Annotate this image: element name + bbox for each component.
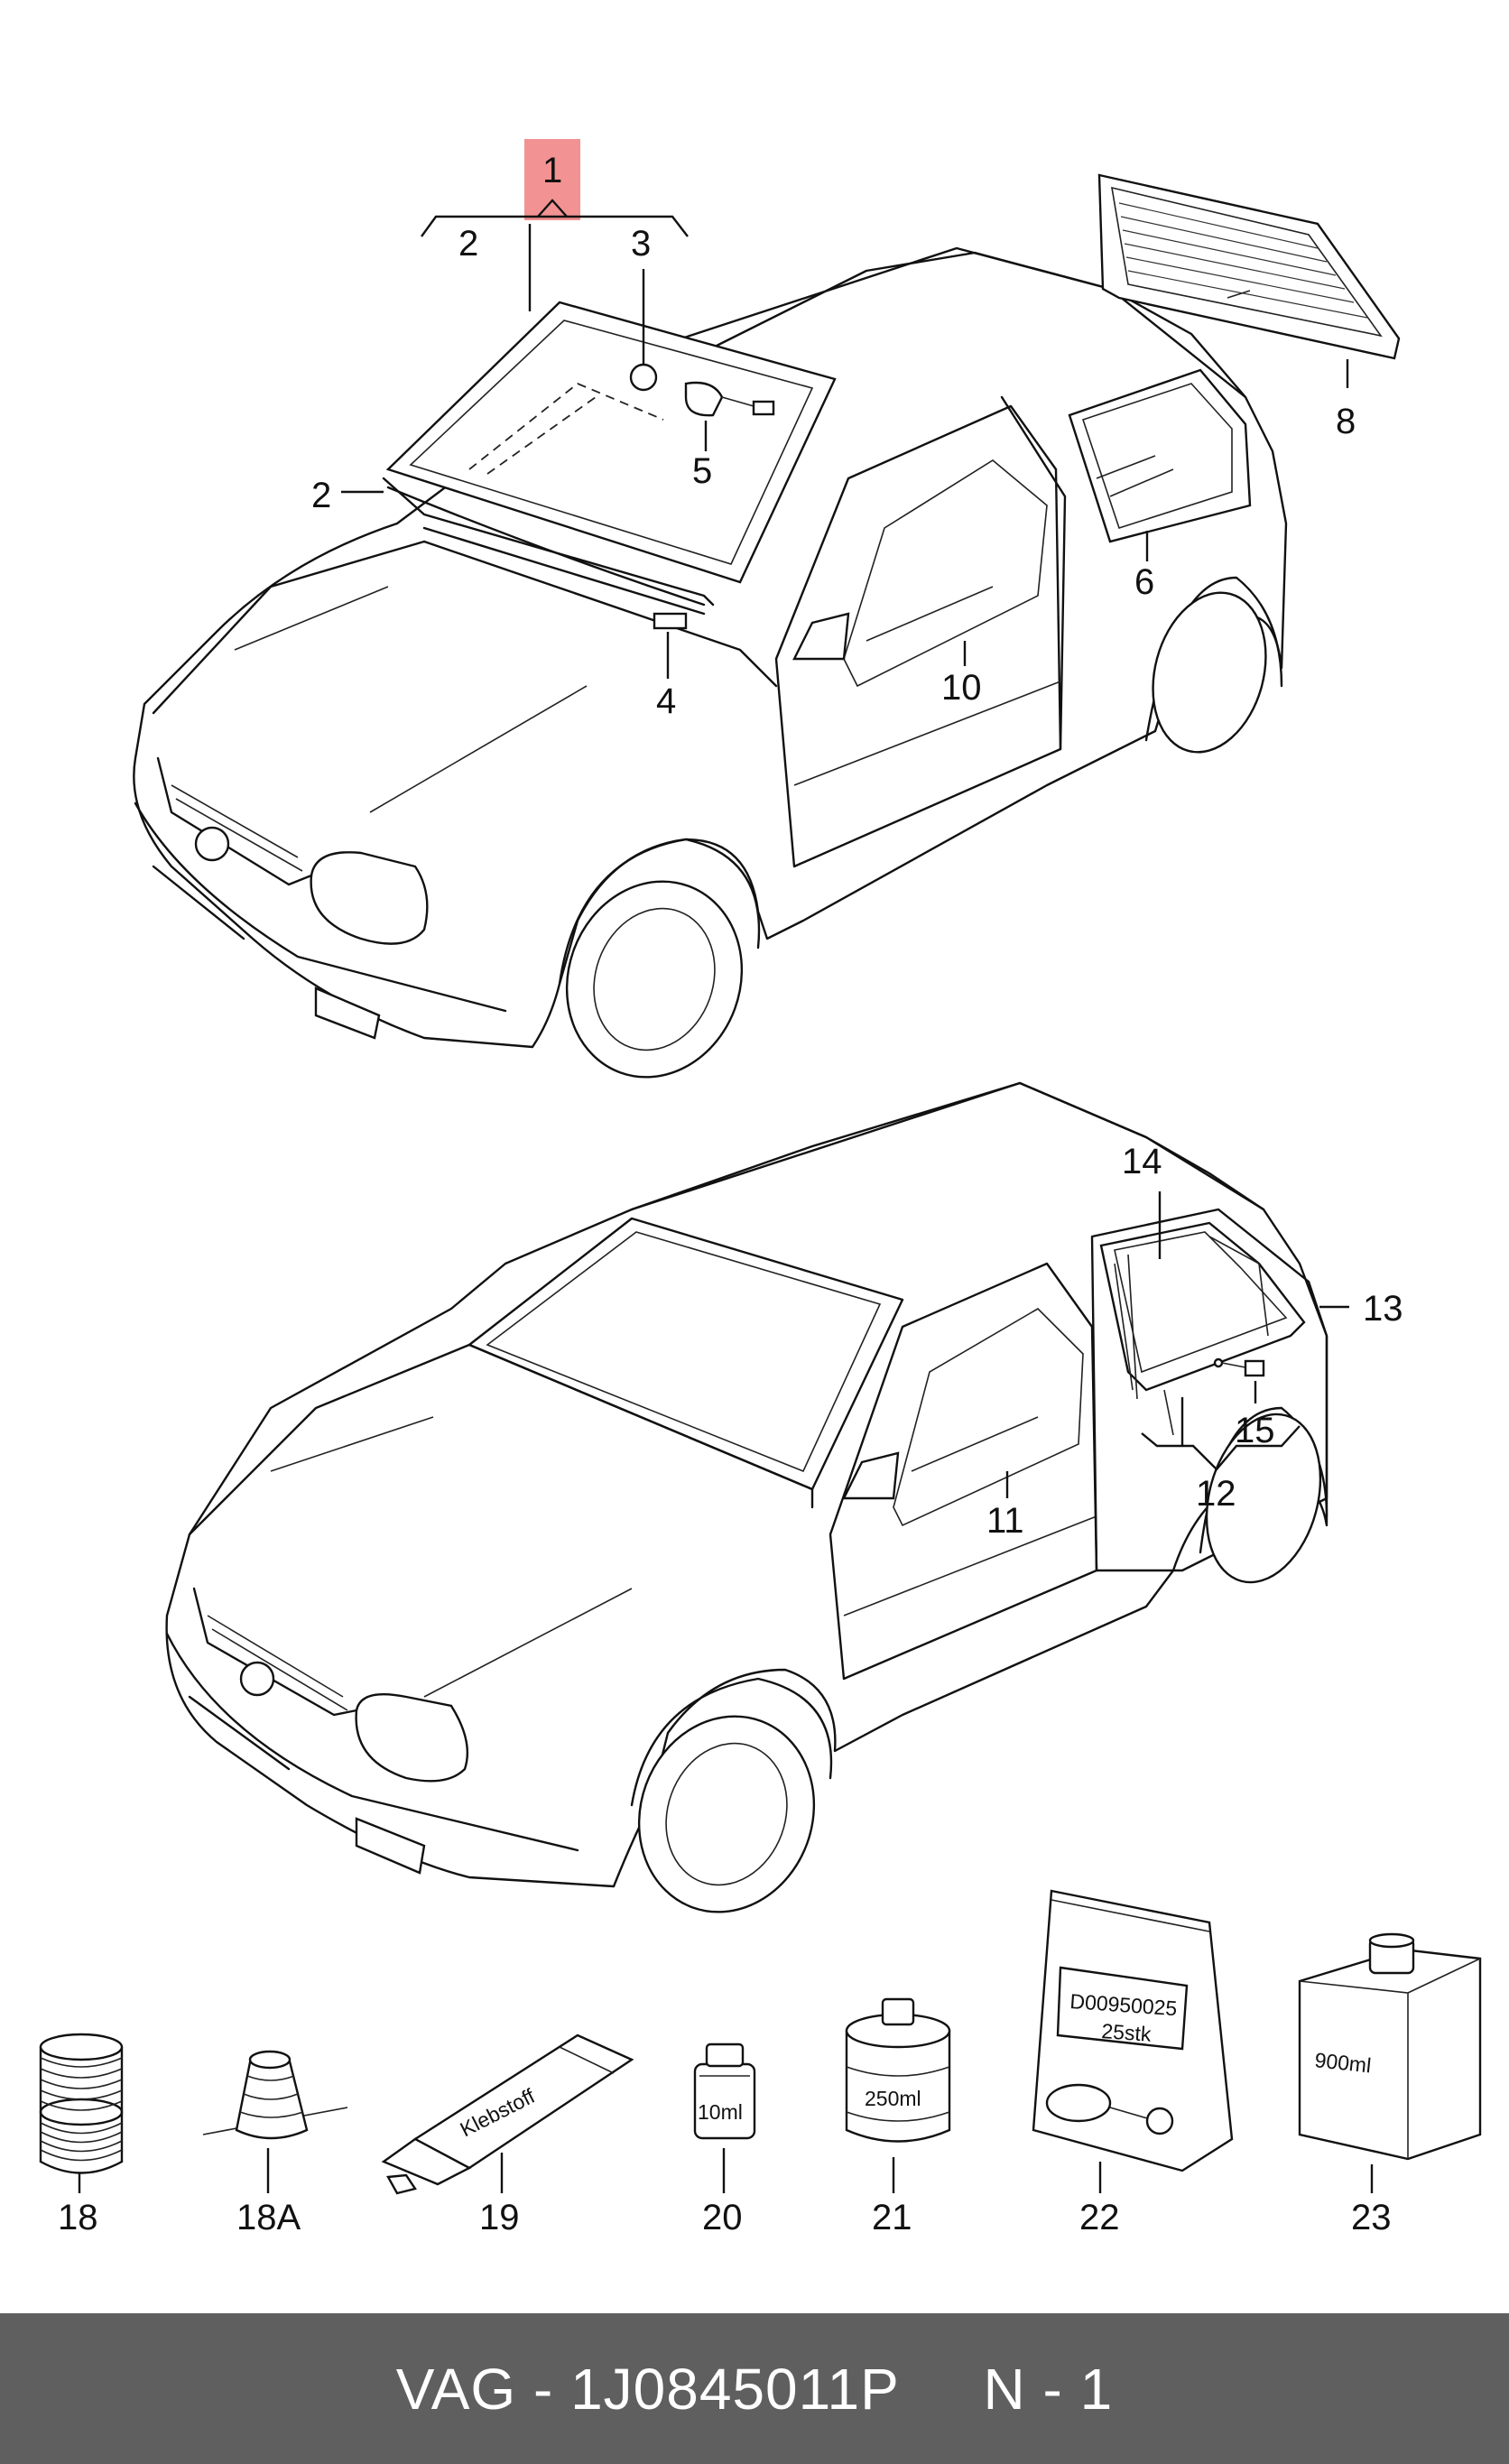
callout-11: 11	[986, 1501, 1024, 1541]
clip-bag-illustration: D00950025 25stk	[1032, 1889, 1234, 2172]
callout-3: 3	[631, 224, 651, 264]
callout-5: 5	[692, 451, 712, 491]
part-number-text: VAG - 1J0845011P N - 1	[395, 2356, 1114, 2422]
callout-2-side: 2	[311, 476, 331, 515]
parts-diagram: Klebstoff 10ml 250ml D00950025 25stk 900…	[39, 139, 1482, 2237]
coil-illustration	[39, 2033, 124, 2174]
bag-label-line2: 25stk	[1101, 2019, 1153, 2046]
callout-2-top: 2	[458, 224, 478, 264]
callout-12: 12	[1196, 1474, 1236, 1514]
small-bottle-illustration: 10ml	[693, 2043, 756, 2140]
callout-20: 20	[702, 2198, 743, 2237]
callout-1: 1	[542, 151, 562, 190]
callout-23: 23	[1351, 2198, 1392, 2237]
callout-labels: 1 2 3 2 5 4 6 8 10 14 13 15 12 11 18 18A…	[58, 151, 1403, 2237]
small-bottle-label: 10ml	[698, 2100, 743, 2124]
cone-illustration	[202, 2050, 348, 2140]
leader-lines	[78, 199, 1374, 2193]
callout-18a: 18A	[236, 2198, 301, 2237]
top-car-illustration	[133, 246, 1288, 1079]
callout-19: 19	[479, 2198, 520, 2237]
callout-4: 4	[656, 681, 676, 721]
callout-14: 14	[1122, 1142, 1162, 1181]
bottom-car-illustration	[165, 1081, 1328, 1913]
callout-1-highlight	[524, 139, 580, 220]
callout-6: 6	[1134, 562, 1154, 602]
can-label: 250ml	[865, 2087, 921, 2110]
callout-13: 13	[1363, 1289, 1403, 1329]
callout-18: 18	[58, 2198, 98, 2237]
box-illustration: 900ml	[1298, 1932, 1482, 2161]
part-number-footer: VAG - 1J0845011P N - 1	[0, 2313, 1509, 2464]
callout-21: 21	[872, 2198, 912, 2237]
callout-8: 8	[1336, 402, 1356, 441]
callout-22: 22	[1079, 2198, 1120, 2237]
adhesive-tube-illustration: Klebstoff	[381, 2033, 634, 2195]
callout-15: 15	[1235, 1411, 1275, 1450]
callout-10: 10	[941, 668, 982, 708]
rear-window-illustration	[1097, 173, 1401, 360]
can-illustration: 250ml	[845, 1997, 951, 2143]
